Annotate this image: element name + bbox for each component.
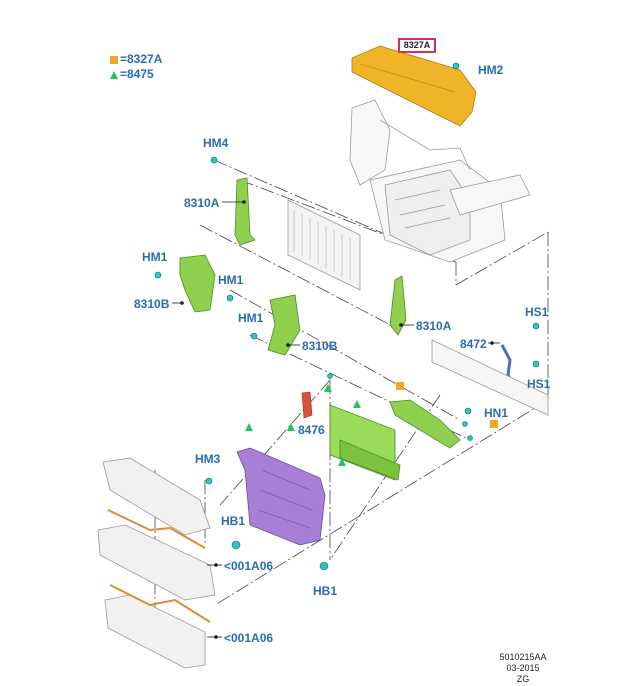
label-hb1-bottom: HB1 bbox=[313, 584, 338, 598]
front-end-carrier bbox=[349, 99, 531, 263]
label-8476: 8476 bbox=[298, 423, 325, 437]
air-deflector-brackets bbox=[179, 177, 461, 481]
bumper-beam bbox=[431, 339, 549, 416]
label-leaders bbox=[172, 201, 500, 638]
drawing-footer: 5010215AA 03-2015 ZG bbox=[488, 652, 558, 685]
label-8310a-right: 8310A bbox=[416, 319, 452, 333]
green-triangle-icon bbox=[110, 70, 118, 79]
legend-label: =8327A bbox=[120, 52, 163, 66]
label-hm1-b: HM1 bbox=[218, 273, 244, 287]
legend: =8327A =8475 bbox=[110, 52, 162, 82]
part-callout-stamp: 8327A bbox=[398, 38, 436, 53]
label-001a06-bottom: <001A06 bbox=[224, 631, 274, 645]
drawing-date: 03-2015 bbox=[506, 663, 540, 673]
drawing-suffix: ZG bbox=[516, 674, 530, 684]
legend-item-triangle: =8475 bbox=[110, 67, 162, 82]
drawing-code: 5010215AA bbox=[499, 652, 547, 662]
label-hs1-bottom: HS1 bbox=[527, 377, 551, 391]
upper-shield-part bbox=[351, 45, 477, 127]
label-8310b-left: 8310B bbox=[134, 297, 170, 311]
grilles-and-absorbers bbox=[97, 457, 216, 669]
label-hb1-left: HB1 bbox=[221, 514, 246, 528]
label-8472: 8472 bbox=[460, 337, 487, 351]
fasteners bbox=[154, 62, 540, 571]
bracket-8476 bbox=[301, 391, 313, 419]
legend-label: =8475 bbox=[120, 67, 154, 81]
label-hm4: HM4 bbox=[203, 136, 229, 150]
label-hm1-a: HM1 bbox=[142, 250, 168, 264]
label-hs1-top: HS1 bbox=[525, 305, 549, 319]
label-8310b-mid: 8310B bbox=[302, 339, 338, 353]
label-hm3: HM3 bbox=[195, 452, 221, 466]
callout-markers bbox=[245, 382, 498, 466]
wiring-strips bbox=[107, 509, 211, 623]
radiator bbox=[287, 199, 361, 291]
lower-deflector bbox=[236, 447, 326, 546]
label-001a06-top: <001A06 bbox=[224, 559, 274, 573]
label-hm1-c: HM1 bbox=[238, 311, 264, 325]
orange-square-icon bbox=[110, 55, 118, 64]
label-hm2: HM2 bbox=[478, 63, 504, 77]
label-8310a-left: 8310A bbox=[184, 196, 220, 210]
legend-item-square: =8327A bbox=[110, 52, 162, 67]
label-hn1: HN1 bbox=[484, 406, 509, 420]
